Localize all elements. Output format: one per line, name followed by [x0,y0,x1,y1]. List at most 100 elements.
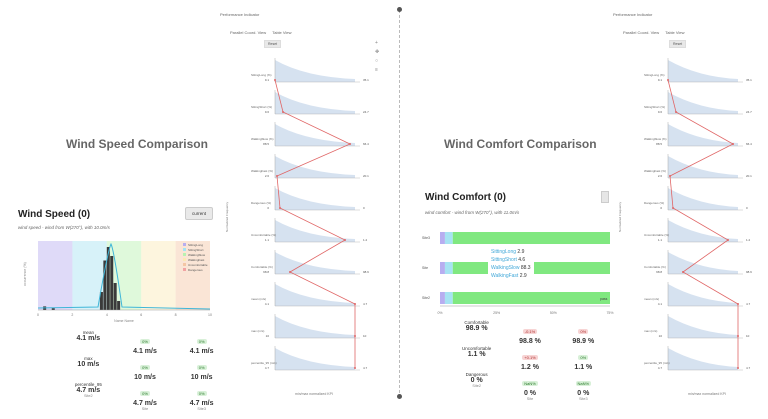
perf-title: Performance Indicator [220,12,260,17]
pc-distribution [668,220,738,242]
comfort-bar-segment [452,232,610,244]
wind-comfort-subtitle: wind comfort - wind from W(270°), with 1… [425,210,520,215]
stat-label: Uncomfortable [462,346,492,351]
tooltip-row: SittingShort 4.6 [491,257,526,263]
center-divider [399,10,400,398]
pc-side-label: Normalized Frequency [618,201,622,232]
comfort-row-label: Site3 [422,236,430,240]
pc-axis-label: max (m/s) [251,329,264,333]
pc-point [675,111,677,113]
pc-point [282,111,284,113]
reset-button[interactable]: Reset [264,40,282,48]
perf-title-right: Performance Indicator [613,12,653,17]
pc-point [672,207,674,209]
pc-point [737,335,739,337]
comfort-row-label: Site [422,266,428,270]
legend-label: WalkingFast [188,258,205,262]
histogram-bar [103,260,107,310]
tab-table[interactable]: Table View [272,30,292,35]
stat-value: 10 m/s [77,361,100,368]
histogram-zone [175,241,210,310]
pc-point [276,175,278,177]
stat-value: 4.7 m/s [133,400,157,407]
pc-axis-label: Uncomfortable (%) [251,233,276,237]
pc-right-value: 10 [746,334,750,338]
stat-value: 4.1 m/s [76,335,101,342]
pc-point [732,143,734,145]
pc-axis-label: max (m/s) [644,329,657,333]
pc-point [737,303,739,305]
pc-distribution [275,156,355,178]
pc-point [349,143,351,145]
histogram-tick: 2 [71,313,73,317]
stat-value: 4.1 m/s [189,348,214,355]
pc-right-value: 1.2 [746,238,751,242]
histogram-tick: 0 [37,313,39,317]
pc-point [727,239,729,241]
pc-left-value: 0 [267,206,269,210]
stat-value: 10 m/s [190,374,213,381]
tooltip-row: WalkingSlow 88.3 [491,265,531,271]
zoom-icon[interactable]: + [375,40,378,46]
tooltip-row: SittingLong 2.9 [491,249,525,255]
current-button[interactable]: current [185,207,214,220]
column-label: Site3 [197,407,206,411]
comfort-tick: 75% [606,311,613,315]
tab-table-right[interactable]: Table View [665,30,685,35]
legend-label: SittingShort [188,248,204,252]
tab-parallel-right[interactable]: Parallel Coord. View [623,30,660,35]
legend-label: Dangerous [188,268,203,272]
legend-swatch [183,253,186,256]
histogram-bar [99,292,103,310]
pc-distribution [668,284,738,306]
comfort-bar-segment [440,262,445,274]
histogram-zone [38,241,73,310]
divider-bottom-handle[interactable] [397,394,402,399]
pc-distribution [275,60,355,82]
stat-delta-badge: 0% [578,329,589,334]
column-label: Site3 [578,397,588,401]
pc-left-value: 98.8 [656,270,662,274]
pc-left-value: 98.8 [263,270,269,274]
comfort-tick: 50% [550,311,557,315]
legend-label: SittingLong [188,243,203,247]
pc-point [682,271,684,273]
histogram-tick: 8 [175,313,177,317]
perf-tabs: Parallel Coord. View Table View [230,30,297,35]
stat-value: 0 % [577,390,590,397]
download-icon[interactable]: ≡ [375,67,378,73]
stat-delta-badge: -0.1% [522,329,538,334]
divider-top-handle[interactable] [397,7,402,12]
comfort-tick: 0% [437,311,442,315]
pc-axis-label: Dangerous (%) [251,201,271,205]
pc-left-value: 88.5 [656,142,662,146]
reset-button-right[interactable]: Reset [669,40,687,48]
pc-left-value: 9.1 [265,78,270,82]
pc-axis-label: percentile_95 (m/s) [644,361,670,365]
pc-distribution [275,284,355,306]
pc-line [274,79,356,368]
tab-parallel[interactable]: Parallel Coord. View [230,30,267,35]
pan-icon[interactable]: ✥ [375,49,380,55]
pc-right-value: 0 [746,206,748,210]
pc-bottom-label: min/max normalized KPI [295,392,333,396]
comfort-bar-segment [440,292,445,304]
pc-left-value: 0 [660,206,662,210]
pc-axis-label: Uncomfortable (%) [644,233,669,237]
refresh-icon[interactable]: ○ [375,58,379,64]
stat-delta-badge: 0% [578,355,589,360]
pc-distribution [668,348,738,370]
comfort-side-button[interactable] [601,191,609,203]
comfort-bar-segment [444,232,453,244]
pc-axis-label: mean (m/s) [644,297,659,301]
pc-distribution [668,92,738,114]
pc-distribution [668,316,738,338]
histogram-curve [37,242,211,310]
pc-left-value: 10 [266,334,270,338]
pc-right-value: 20.1 [363,174,369,178]
pc-axis-label: percentile_95 (m/s) [251,361,277,365]
pc-left-value: 1.1 [658,238,663,242]
